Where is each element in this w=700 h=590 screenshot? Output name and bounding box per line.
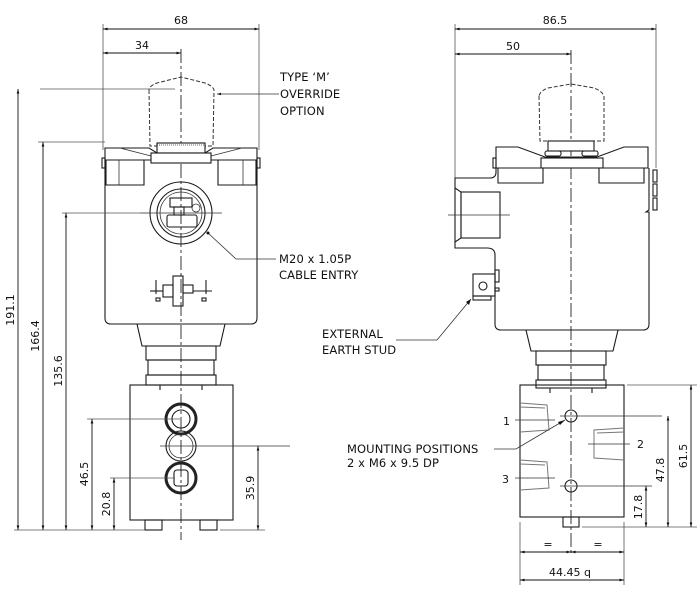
front-height-dimensions: 191.1 166.4 135.6 46.5 20.8 35.9 xyxy=(4,88,265,531)
override-annotation: TYPE ‘M’ OVERRIDE OPTION xyxy=(217,70,340,118)
dim-68: 68 xyxy=(174,14,188,27)
valve-neck xyxy=(136,323,226,390)
mounting-label-line2: 2 x M6 x 9.5 DP xyxy=(347,456,439,470)
dim-35-9: 35.9 xyxy=(244,476,257,501)
dim-46-5: 46.5 xyxy=(78,462,91,487)
dim-equal-left: = xyxy=(543,538,552,551)
dim-20-8: 20.8 xyxy=(100,492,113,517)
earth-stud-label-line1: EXTERNAL xyxy=(322,327,383,341)
dim-equal-right: = xyxy=(593,538,602,551)
solenoid-head xyxy=(101,147,261,325)
cable-entry-annotation: M20 x 1.05P CABLE ENTRY xyxy=(206,231,359,282)
dim-44-45: 44.45 q xyxy=(549,566,591,579)
port-2-label: 2 xyxy=(637,438,644,451)
side-view: 86.5 50 xyxy=(322,14,697,585)
side-valve-body xyxy=(515,384,662,528)
cable-entry-label-line2: CABLE ENTRY xyxy=(279,268,359,282)
earth-stud xyxy=(472,269,500,301)
dim-61-5: 61.5 xyxy=(677,444,690,469)
side-valve-neck xyxy=(525,329,619,393)
side-bottom-dimensions: = = 44.45 q xyxy=(519,522,625,585)
side-override-cap xyxy=(538,83,605,152)
dim-17-8: 17.8 xyxy=(632,495,645,520)
earth-stud-annotation: EXTERNAL EARTH STUD xyxy=(322,298,472,357)
side-solenoid-head xyxy=(448,146,658,331)
override-label-line2: OVERRIDE xyxy=(280,87,340,101)
mounting-label-line1: MOUNTING POSITIONS xyxy=(347,442,478,456)
front-valve-body xyxy=(129,384,290,531)
override-label-line3: OPTION xyxy=(280,104,325,118)
cable-entry-label-line1: M20 x 1.05P xyxy=(279,252,351,266)
side-width-dimension: 86.5 50 xyxy=(454,14,657,178)
override-cap xyxy=(148,76,215,154)
front-width-dimension: 68 34 xyxy=(102,14,260,150)
front-view: 68 34 xyxy=(4,14,359,540)
dim-47-8: 47.8 xyxy=(654,458,667,483)
dim-135-6: 135.6 xyxy=(52,355,65,387)
dim-86-5: 86.5 xyxy=(543,14,568,27)
earth-stud-label-line2: EARTH STUD xyxy=(322,343,396,357)
dim-50: 50 xyxy=(506,40,520,53)
port-3-label: 3 xyxy=(502,473,509,486)
override-label-line1: TYPE ‘M’ xyxy=(279,70,330,84)
mounting-annotation: MOUNTING POSITIONS 2 x M6 x 9.5 DP xyxy=(347,419,566,470)
dim-166-4: 166.4 xyxy=(29,320,42,352)
dim-191-1: 191.1 xyxy=(4,294,17,326)
dim-34: 34 xyxy=(135,39,149,52)
terminal-block xyxy=(150,275,212,307)
port-1-label: 1 xyxy=(503,415,510,428)
side-height-dimensions: 61.5 47.8 17.8 xyxy=(582,384,697,528)
